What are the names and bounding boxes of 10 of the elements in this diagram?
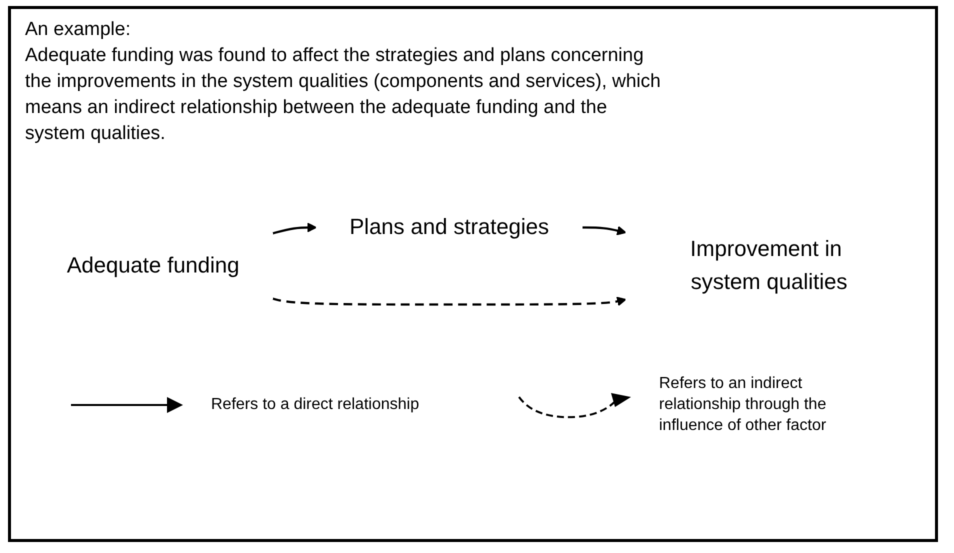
arrow [272,222,317,235]
note-text: Adequate funding was found to affect the strategies and plans concerning the improvements in the system qualities (components and services), which means an indirect relationship between the adequate funding and the system qualities. [25,44,662,146]
legend-text: Refers to a direct relationship [211,395,420,415]
node-text: Adequate funding [66,254,240,278]
arrow [272,296,626,306]
note-text: An example: [25,18,132,42]
node-text: Improvement in system qualities [690,237,848,295]
arrow [582,226,626,236]
node-text: Plans and strategies [349,215,549,240]
legend-text: Refers to an indirect relationship through the influence of other factor [659,374,828,436]
